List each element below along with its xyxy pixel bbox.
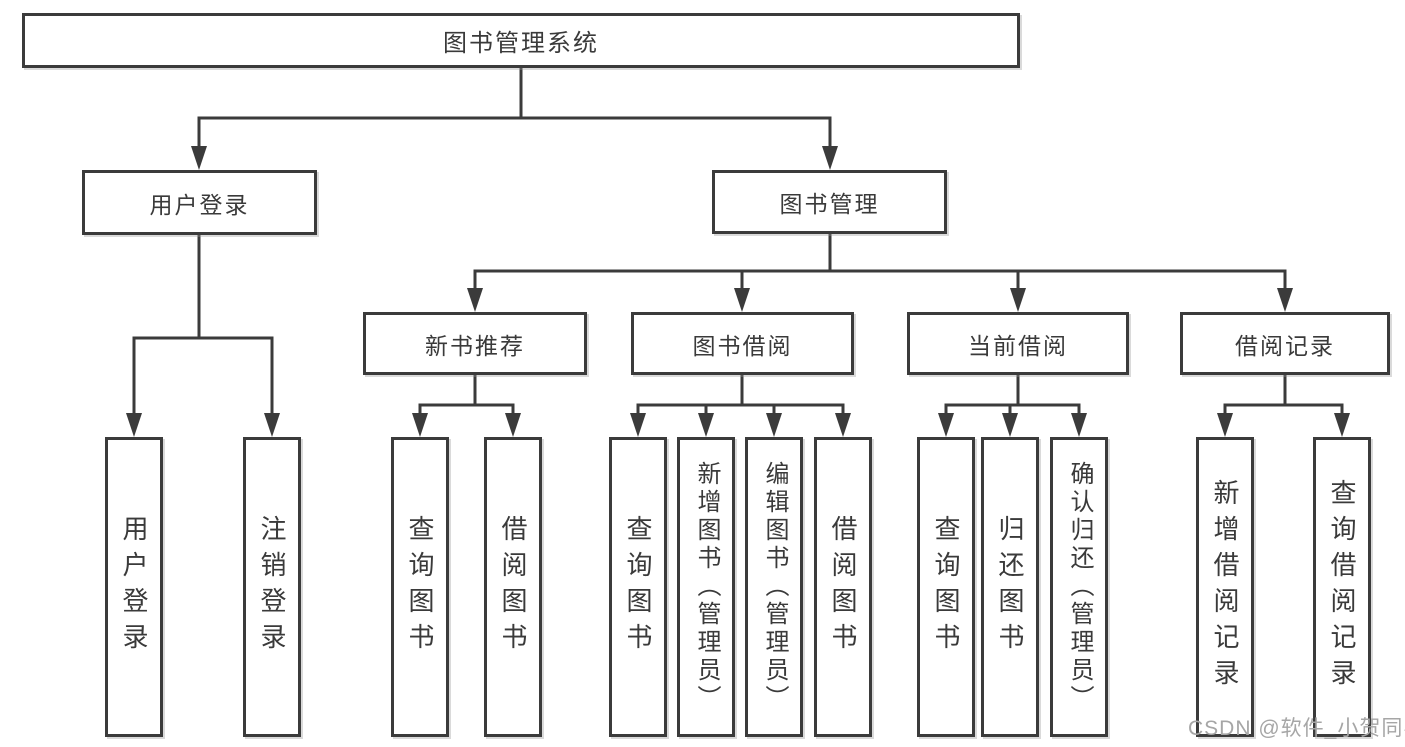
arrowhead-icon	[467, 288, 483, 312]
leaf-label: 新增借阅记录	[1210, 479, 1240, 695]
leaf-label: 借阅图书	[498, 515, 528, 659]
leaf-add-book-admin: 新增图书（管理员）	[677, 437, 735, 737]
node-label: 当前借阅	[968, 332, 1068, 359]
node-label: 借阅记录	[1235, 332, 1335, 359]
arrowhead-icon	[126, 413, 142, 437]
connector-book-borrow-children	[630, 375, 851, 437]
arrowhead-icon	[412, 413, 428, 437]
leaf-label: 新增图书（管理员）	[693, 461, 720, 713]
arrowhead-icon	[1277, 288, 1293, 312]
leaf-label: 归还图书	[995, 515, 1025, 659]
connector-root-to-level2	[191, 68, 838, 170]
leaf-label: 编辑图书（管理员）	[761, 461, 788, 713]
arrowhead-icon	[1010, 288, 1026, 312]
node-label: 图书借阅	[692, 332, 793, 359]
leaf-logout: 注销登录	[243, 437, 301, 737]
arrowhead-icon	[1071, 413, 1087, 437]
node-root-library-system: 图书管理系统	[22, 13, 1020, 68]
leaf-label: 借阅图书	[828, 515, 858, 659]
leaf-return-book: 归还图书	[981, 437, 1039, 737]
node-label: 图书管理系统	[443, 30, 599, 57]
arrowhead-icon	[938, 413, 954, 437]
leaf-label: 查询图书	[623, 515, 653, 659]
arrowhead-icon	[766, 413, 782, 437]
arrowhead-icon	[1002, 413, 1018, 437]
leaf-query-book-recommend: 查询图书	[391, 437, 449, 737]
leaf-label: 查询借阅记录	[1327, 479, 1357, 695]
leaf-label: 用户登录	[119, 515, 149, 659]
leaf-query-book-borrowing: 查询图书	[609, 437, 667, 737]
arrowhead-icon	[264, 413, 280, 437]
leaf-label: 查询图书	[405, 515, 435, 659]
connector-book-mgmt-to-level3	[467, 234, 1293, 312]
arrowhead-icon	[698, 413, 714, 437]
arrowhead-icon	[505, 413, 521, 437]
leaf-query-book-current: 查询图书	[917, 437, 975, 737]
leaf-query-borrow-record: 查询借阅记录	[1313, 437, 1371, 737]
node-new-book-recommend: 新书推荐	[363, 312, 587, 375]
arrowhead-icon	[191, 146, 207, 170]
connector-new-book-rec-children	[412, 375, 521, 437]
node-user-login: 用户登录	[82, 170, 317, 235]
leaf-label: 注销登录	[257, 515, 287, 659]
arrowhead-icon	[630, 413, 646, 437]
arrowhead-icon	[822, 146, 838, 170]
arrowhead-icon	[734, 288, 750, 312]
node-borrow-records: 借阅记录	[1180, 312, 1390, 375]
node-book-management: 图书管理	[712, 170, 947, 234]
csdn-watermark: CSDN @软件_小贺同学	[1188, 717, 1405, 740]
leaf-label: 确认归还（管理员）	[1066, 461, 1093, 713]
node-label: 新书推荐	[425, 332, 525, 359]
connector-borrow-records-children	[1217, 375, 1350, 437]
leaf-label: 查询图书	[931, 515, 961, 659]
node-label: 图书管理	[779, 191, 880, 217]
arrowhead-icon	[835, 413, 851, 437]
arrowhead-icon	[1334, 413, 1350, 437]
node-current-borrowing: 当前借阅	[907, 312, 1129, 375]
leaf-confirm-return-admin: 确认归还（管理员）	[1050, 437, 1108, 737]
arrowhead-icon	[1217, 413, 1233, 437]
node-label: 用户登录	[149, 191, 250, 218]
node-book-borrowing: 图书借阅	[631, 312, 854, 375]
connector-user-login-children	[126, 235, 280, 437]
leaf-borrow-book-recommend: 借阅图书	[484, 437, 542, 737]
leaf-add-borrow-record: 新增借阅记录	[1196, 437, 1254, 737]
leaf-borrow-book-borrowing: 借阅图书	[814, 437, 872, 737]
leaf-user-login: 用户登录	[105, 437, 163, 737]
connector-current-borrow-children	[938, 375, 1087, 437]
leaf-edit-book-admin: 编辑图书（管理员）	[745, 437, 803, 737]
